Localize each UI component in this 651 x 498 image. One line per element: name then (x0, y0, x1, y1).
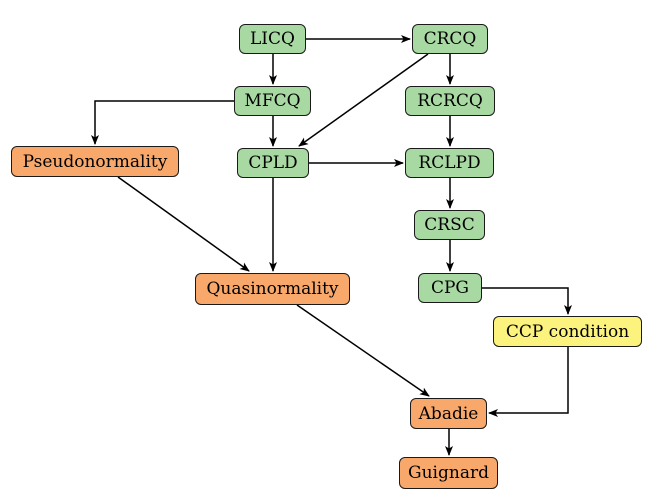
edge-quasinormality-to-abadie (296, 304, 430, 397)
node-cpld: CPLD (237, 148, 309, 178)
node-label: CCP condition (505, 321, 630, 342)
node-label: Guignard (408, 463, 489, 483)
node-label: RCLPD (418, 153, 481, 173)
node-abadie: Abadie (410, 398, 487, 429)
node-crcq: CRCQ (412, 24, 488, 54)
node-licq: LICQ (239, 24, 306, 54)
node-rcrcq: RCRCQ (405, 86, 495, 116)
edge-mfcq-to-pseudonormality (91, 100, 234, 145)
node-label: Quasinormality (206, 279, 339, 299)
node-label: CRCQ (423, 29, 477, 49)
node-guignard: Guignard (399, 457, 498, 489)
node-label: CRSC (424, 215, 475, 235)
node-cpg: CPG (418, 273, 482, 303)
edge-cpg-to-ccp (482, 287, 572, 315)
node-pseudonormality: Pseudonormality (11, 146, 179, 177)
edge-crcq-to-cpld (298, 53, 429, 147)
node-label: LICQ (250, 29, 295, 49)
node-label: CPLD (248, 153, 298, 173)
node-label: Pseudonormality (22, 151, 168, 172)
node-label: Abadie (418, 403, 479, 424)
node-mfcq: MFCQ (234, 86, 311, 116)
node-ccp-condition: CCP condition (493, 316, 642, 347)
node-label: MFCQ (244, 91, 301, 111)
node-quasinormality: Quasinormality (195, 273, 350, 305)
edge-pseudonormality-to-quasinormality (117, 176, 250, 272)
node-crsc: CRSC (414, 210, 485, 240)
edge-ccp-to-abadie (488, 347, 569, 417)
node-rclpd: RCLPD (405, 148, 494, 178)
node-label: RCRCQ (417, 91, 483, 111)
node-label: CPG (430, 278, 470, 298)
